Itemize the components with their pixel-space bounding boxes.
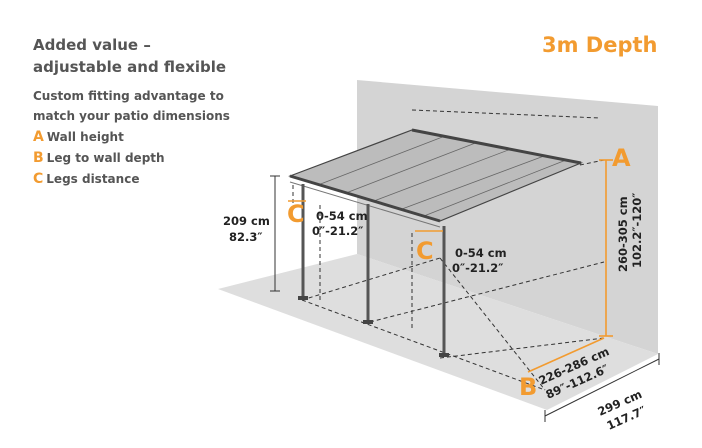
wall-height-in: 102.2″-120″ (630, 193, 644, 268)
description: Custom fitting advantage to match your p… (33, 86, 230, 126)
legend-text-c: Legs distance (46, 172, 140, 186)
legend-letter-b: B (33, 150, 44, 166)
post-bases (298, 296, 449, 357)
headline: Added value – adjustable and flexible (33, 34, 226, 78)
wall-height-cm: 260-305 cm (616, 196, 630, 272)
description-line-2: match your patio dimensions (33, 109, 230, 123)
legend-letter-a: A (33, 129, 44, 145)
total-depth-dimension (544, 353, 660, 422)
front-height-cm: 209 cm (223, 214, 270, 228)
front-height-dimension (270, 175, 280, 292)
marker-c-right: C (416, 237, 434, 265)
description-line-1: Custom fitting advantage to (33, 89, 224, 103)
legend-letter-c: C (33, 171, 44, 187)
depth-title: 3m Depth (542, 33, 658, 57)
roof-panels (288, 128, 584, 228)
legend-text-b: Leg to wall depth (46, 151, 165, 165)
legs-offset-left-in: 0″-21.2″ (312, 224, 363, 238)
legs-offset-left-cm: 0-54 cm (316, 209, 368, 223)
floor-area (218, 254, 658, 410)
front-height-in: 82.3″ (229, 230, 263, 244)
footprint-guides (292, 109, 605, 391)
legs-offset-right-cm: 0-54 cm (455, 246, 507, 260)
headline-line-1: Added value – (33, 36, 151, 54)
legend-text-a: Wall height (46, 130, 124, 144)
marker-a: A (612, 144, 631, 172)
support-posts (301, 184, 446, 355)
marker-c-left: C (287, 200, 305, 228)
headline-line-2: adjustable and flexible (33, 58, 227, 76)
legs-offset-right-in: 0″-21.2″ (452, 261, 503, 275)
accent-dimension-lines (288, 159, 613, 373)
marker-b: B (519, 373, 537, 401)
